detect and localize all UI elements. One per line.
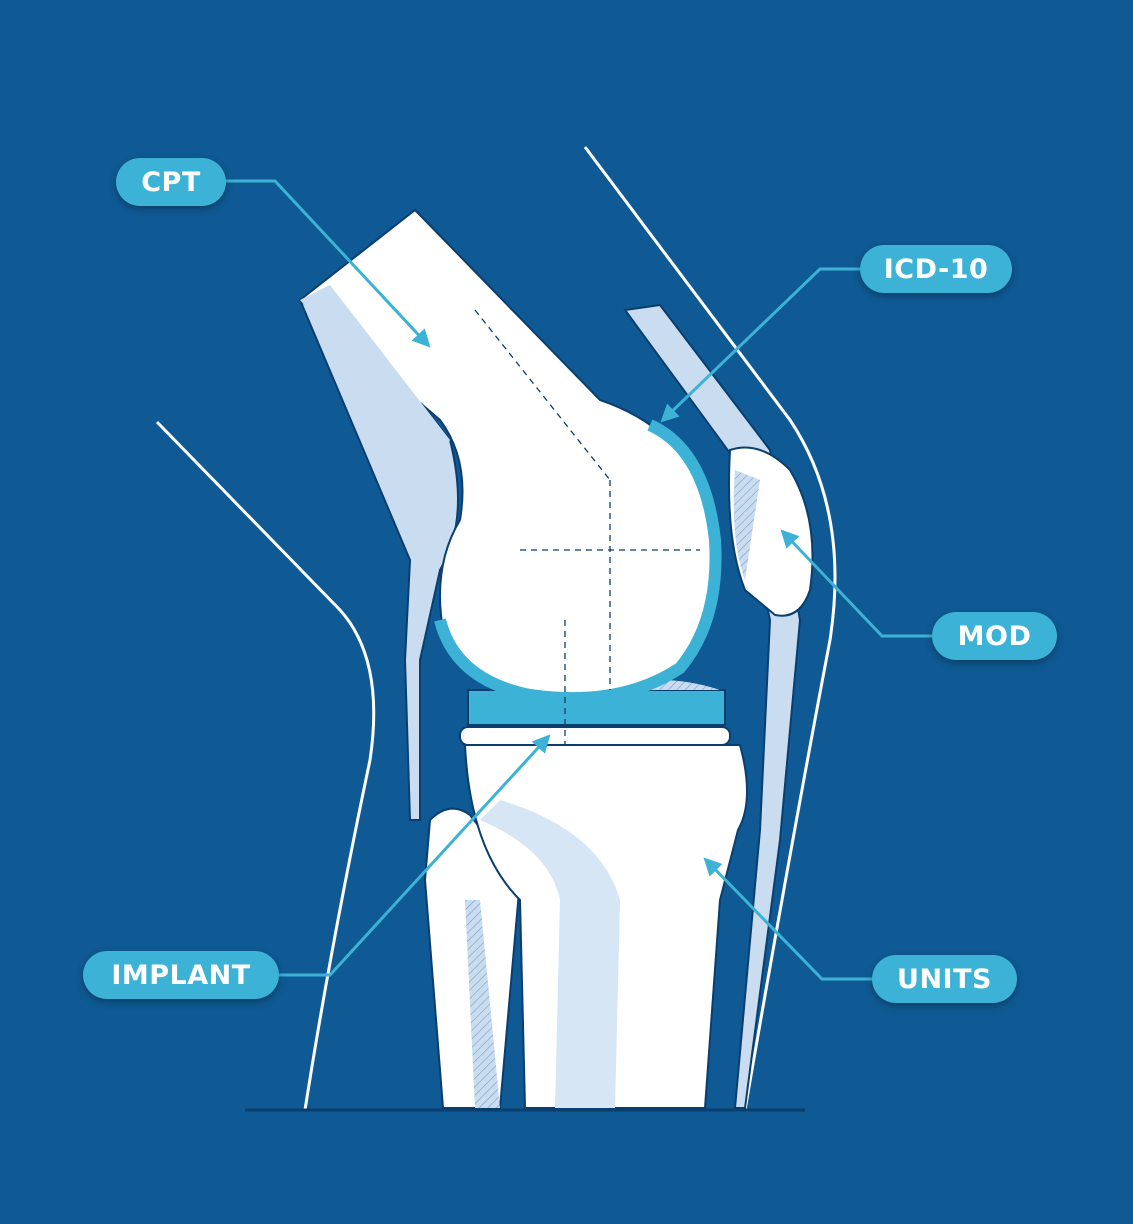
tibial-tray [459, 726, 731, 746]
units-connector [703, 857, 872, 981]
skin-outline-back [155, 420, 376, 1111]
femur [298, 208, 715, 702]
implant-label: IMPLANT [83, 951, 279, 999]
femoral-component [434, 419, 722, 705]
mod-connector [780, 529, 932, 638]
cpt-label: CPT [116, 158, 226, 206]
icd10-connector [660, 267, 860, 423]
icd10-label: ICD-10 [860, 245, 1012, 293]
implant-connector [279, 734, 551, 977]
units-label: UNITS [872, 955, 1017, 1003]
cpt-connector [226, 179, 431, 348]
mod-label: MOD [932, 612, 1057, 660]
skin-outline-front [583, 146, 837, 1111]
